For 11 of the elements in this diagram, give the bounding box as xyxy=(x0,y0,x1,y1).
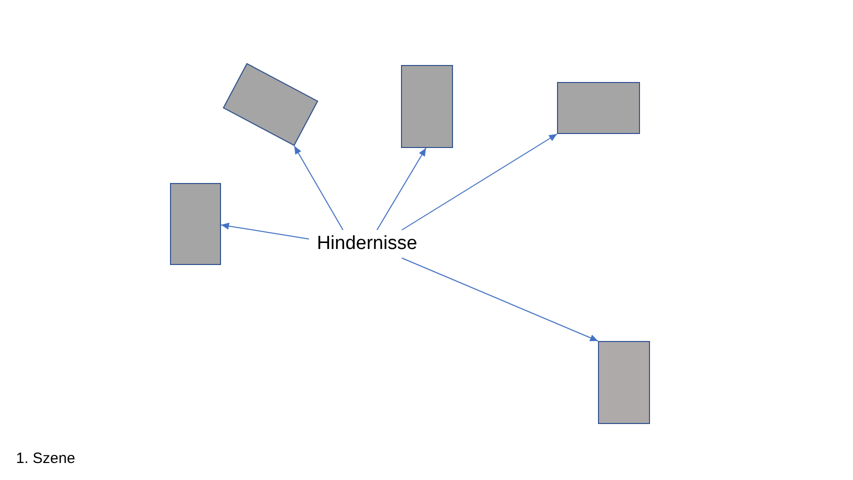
arrow xyxy=(401,134,558,230)
obstacle-block xyxy=(598,341,650,424)
obstacle-block xyxy=(557,82,640,134)
arrow xyxy=(401,258,598,342)
arrow xyxy=(220,222,310,240)
scene-caption: 1. Szene xyxy=(16,449,76,469)
center-label: Hindernisse xyxy=(309,230,425,258)
arrow xyxy=(376,148,426,230)
obstacle-block xyxy=(170,183,221,265)
obstacle-block xyxy=(401,65,453,148)
arrow xyxy=(294,146,344,230)
